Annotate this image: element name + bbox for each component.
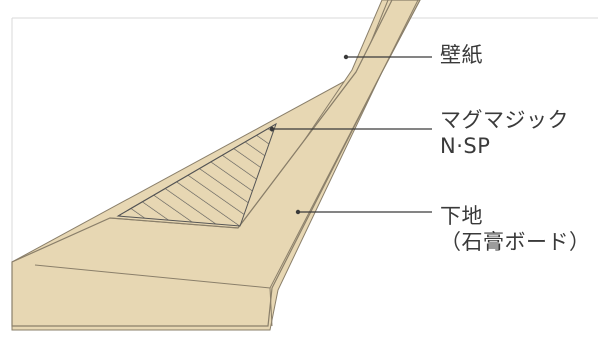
label-substrate-line2: （石膏ボード） (440, 230, 591, 254)
label-magmagic: マグマジック N·SP (440, 107, 569, 159)
label-magmagic-line1: マグマジック (440, 108, 569, 132)
board-step-edge (109, 71, 357, 229)
board-corner-edge (269, 287, 273, 327)
leader-wallpaper-dot (343, 54, 349, 60)
leader-lines (269, 54, 432, 215)
label-substrate: 下地 （石膏ボード） (440, 203, 591, 255)
label-magmagic-line2: N·SP (440, 134, 491, 158)
magmagic-upper-edge (117, 123, 277, 217)
label-wallpaper-text: 壁紙 (440, 43, 483, 67)
label-substrate-line1: 下地 (440, 204, 483, 228)
leader-magmagic-dot (269, 126, 275, 132)
leader-substrate-dot (295, 209, 301, 215)
board-inner-edge (34, 0, 419, 289)
label-wallpaper: 壁紙 (440, 42, 483, 68)
